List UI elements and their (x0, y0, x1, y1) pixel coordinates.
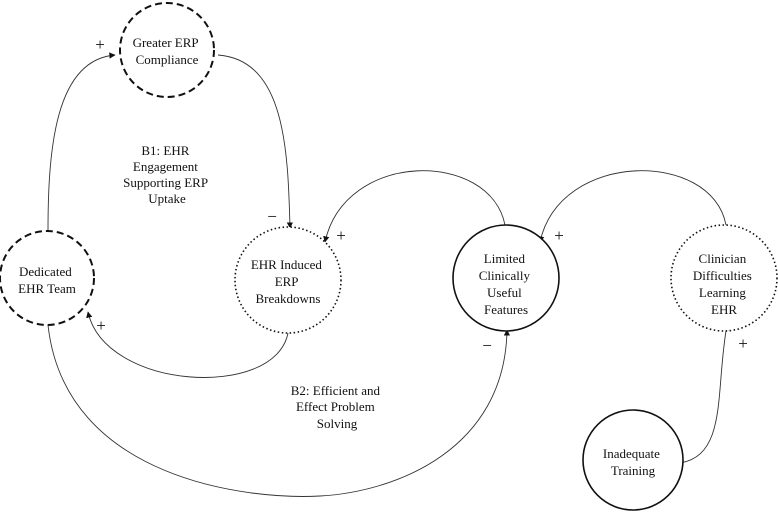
edge-breakdowns-to-team (86, 311, 289, 378)
polarity-limited-to-breakdowns: + (336, 226, 346, 245)
edge-limited-to-breakdowns (323, 170, 506, 243)
edge-team-to-limited (47, 324, 511, 497)
edge-training-to-clinician (679, 324, 730, 464)
polarity-training-to-clinician: + (738, 334, 748, 353)
node-label: EHR Induced ERP Breakdowns (251, 257, 325, 306)
edge-erp-compliance-to-breakdowns (217, 54, 294, 229)
node-greater-erp-compliance: Greater ERP Compliance (119, 2, 215, 98)
node-label: Greater ERP Compliance (133, 35, 202, 67)
node-limited-clinically-useful-features: Limited Clinically Useful Features (452, 224, 560, 332)
node-ehr-induced-erp-breakdowns: EHR Induced ERP Breakdowns (234, 226, 342, 334)
polarity-erp-to-breakdowns: − (267, 207, 277, 226)
polarity-team-to-erp: + (95, 35, 105, 54)
edge-team-to-erp-compliance (47, 52, 116, 232)
polarity-clinician-to-limited: + (554, 226, 564, 245)
node-clinician-difficulties-learning-ehr: Clinician Difficulties Learning EHR (670, 224, 778, 332)
loop-label-b1: B1: EHR Engagement Supporting ERP Uptake (123, 143, 211, 206)
loop-label-b2: B2: Efficient and Effect Problem Solving (291, 383, 384, 431)
node-label: Clinician Difficulties Learning EHR (693, 251, 755, 317)
node-label: Limited Clinically Useful Features (479, 251, 534, 317)
polarity-team-to-limited: − (482, 336, 492, 355)
node-label: Inadequate Training (603, 446, 663, 478)
node-inadequate-training: Inadequate Training (582, 409, 684, 511)
polarity-breakdowns-to-team: + (96, 316, 106, 335)
node-dedicated-ehr-team: Dedicated EHR Team (0, 230, 95, 326)
edge-clinician-to-limited (538, 170, 727, 243)
node-label: Dedicated EHR Team (18, 264, 76, 296)
